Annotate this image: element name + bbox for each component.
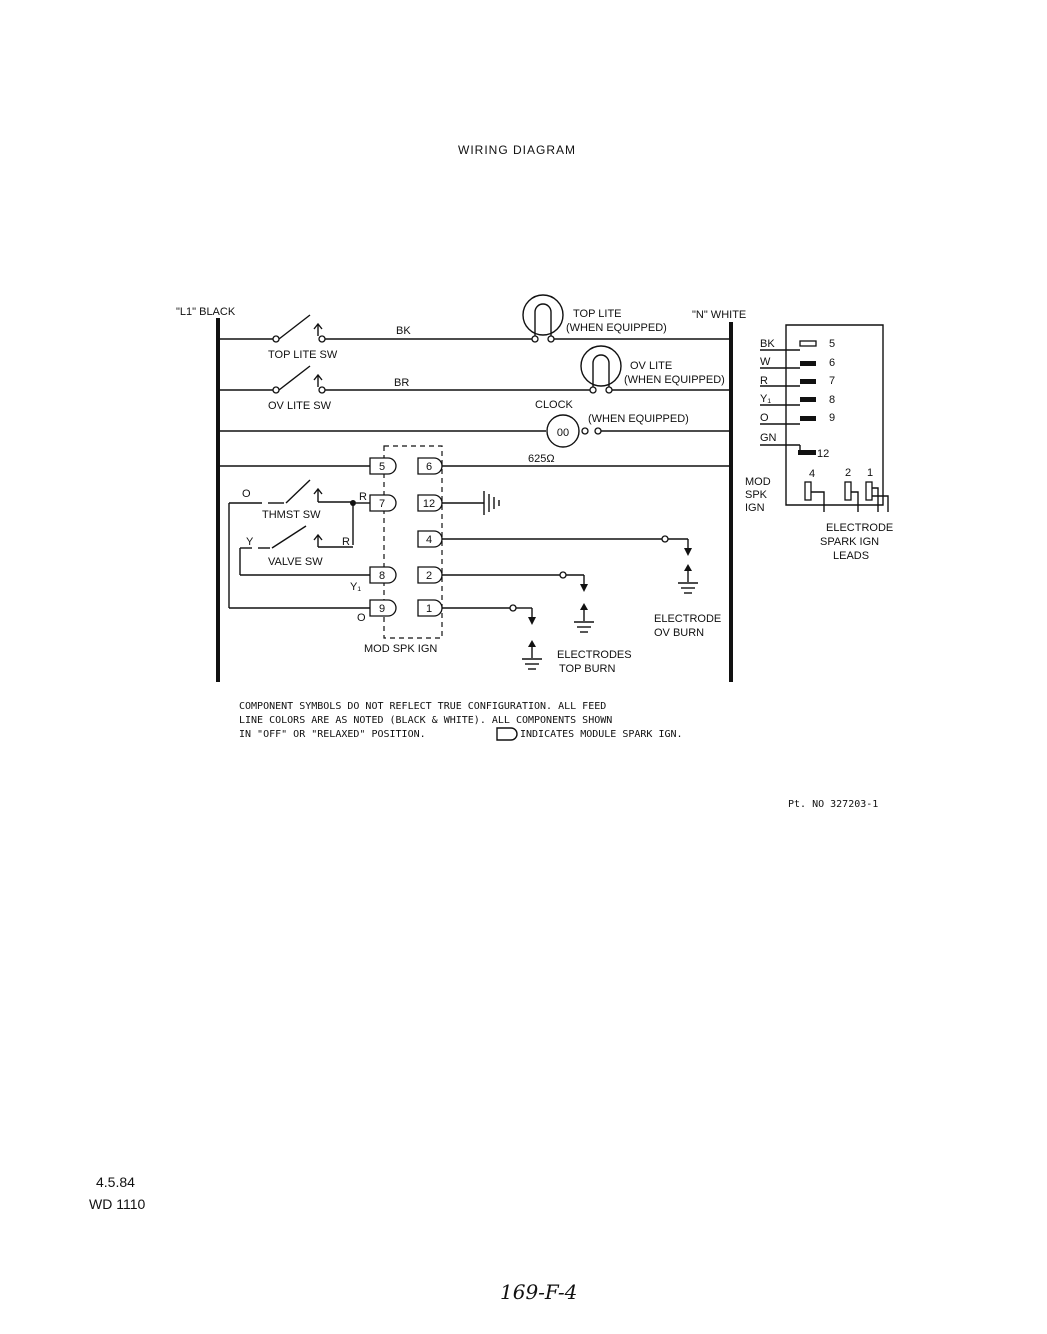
feed-wires-o-y (228, 502, 370, 609)
br-wire-label: BR (394, 377, 409, 389)
bk-wire-label: BK (396, 325, 411, 337)
ov-lite-label: OV LITE (630, 360, 672, 372)
clock-circuit (218, 414, 731, 448)
r-wire-label-bottom: R (342, 536, 350, 548)
note-line-3: IN "OFF" OR "RELAXED" POSITION. (239, 729, 426, 740)
conn-color-r: R (760, 375, 768, 387)
conn-num-12: 12 (817, 448, 829, 460)
conn-color-o: O (760, 412, 769, 424)
conn-num-8: 8 (829, 394, 835, 406)
conn-num-7: 7 (829, 375, 835, 387)
spark-leads-label-1: ELECTRODE (826, 522, 893, 534)
top-lite-bulb (522, 294, 564, 336)
l1-label: "L1" BLACK (176, 306, 236, 318)
part-number: Pt. NO 327203-1 (788, 799, 878, 810)
module-terminal-8: 8 (379, 570, 385, 582)
mod-side-label-2: SPK (745, 489, 768, 501)
conn-num-6: 6 (829, 357, 835, 369)
electrode-top-burn-2 (442, 571, 594, 633)
y1-wire-label: Y₁ (350, 581, 361, 593)
conn-color-y1: Y₁ (760, 393, 771, 405)
y-wire-label: Y (246, 536, 254, 548)
conn-color-w: W (760, 356, 771, 368)
mod-side-label-3: IGN (745, 502, 765, 514)
electrode-ov-burn-label-2: OV BURN (654, 627, 704, 639)
module-terminal-6: 6 (426, 461, 432, 473)
module-connector (760, 324, 889, 512)
clock-when-label: (WHEN EQUIPPED) (588, 413, 689, 425)
diagram-title: WIRING DIAGRAM (458, 143, 576, 157)
spark-leads-label-2: SPARK IGN (820, 536, 879, 548)
mod-spk-ign-label: MOD SPK IGN (364, 643, 437, 655)
n-label: "N" WHITE (692, 309, 746, 321)
o-wire-label-bottom: O (357, 612, 366, 624)
valve-sw-label: VALVE SW (268, 556, 323, 568)
module-terminal-9: 9 (379, 603, 385, 615)
note-line-1: COMPONENT SYMBOLS DO NOT REFLECT TRUE CO… (239, 701, 606, 712)
ov-lite-bulb (580, 345, 622, 387)
lead-num-4: 4 (809, 468, 815, 480)
conn-color-bk: BK (760, 338, 775, 350)
top-lite-when-label: (WHEN EQUIPPED) (566, 322, 667, 334)
resistor-label: 625Ω (528, 453, 555, 465)
conn-num-9: 9 (829, 412, 835, 424)
wd-label: WD 1110 (89, 1196, 145, 1212)
thermostat-switch (268, 479, 370, 545)
note-line-2: LINE COLORS ARE AS NOTED (BLACK & WHITE)… (239, 715, 612, 726)
electrode-ov-burn-label-1: ELECTRODE (654, 613, 721, 625)
module-terminal-12: 12 (423, 498, 435, 510)
conn-color-gn: GN (760, 432, 777, 444)
module-terminal-1: 1 (426, 603, 432, 615)
module-terminal-4: 4 (426, 534, 432, 546)
ov-lite-when-label: (WHEN EQUIPPED) (624, 374, 725, 386)
note-indicates: INDICATES MODULE SPARK IGN. (520, 729, 683, 740)
mod-side-label-1: MOD (745, 476, 771, 488)
top-lite-sw-label: TOP LITE SW (268, 349, 338, 361)
chassis-ground (442, 491, 500, 515)
r-wire-label-top: R (359, 491, 367, 503)
lead-num-2: 2 (845, 467, 851, 479)
module-terminal-2: 2 (426, 570, 432, 582)
valve-switch (258, 525, 353, 549)
conn-num-5: 5 (829, 338, 835, 350)
clock-face: 00 (557, 427, 569, 439)
electrode-ov-burn (442, 535, 698, 594)
electrode-top-burn-1 (442, 604, 542, 670)
clock-label: CLOCK (535, 399, 574, 411)
top-lite-label: TOP LITE (573, 308, 622, 320)
thmst-sw-label: THMST SW (262, 509, 321, 521)
clock-symbol (546, 414, 580, 448)
module-terminals-left (369, 457, 397, 617)
top-lite-circuit (218, 294, 731, 343)
electrodes-top-burn-label-2: TOP BURN (559, 663, 615, 675)
electrodes-top-burn-label-1: ELECTRODES (557, 649, 632, 661)
date-label: 4.5.84 (96, 1174, 135, 1190)
module-terminal-symbol (496, 727, 518, 741)
module-terminal-5: 5 (379, 461, 385, 473)
spark-leads-label-3: LEADS (833, 550, 869, 562)
handwritten-code: 169-F-4 (500, 1280, 577, 1304)
ov-lite-circuit (218, 345, 731, 394)
module-terminal-7: 7 (379, 498, 385, 510)
o-wire-label-top: O (242, 488, 251, 500)
module-terminals-right (417, 457, 443, 617)
lead-num-1: 1 (867, 467, 873, 479)
ov-lite-sw-label: OV LITE SW (268, 400, 332, 412)
